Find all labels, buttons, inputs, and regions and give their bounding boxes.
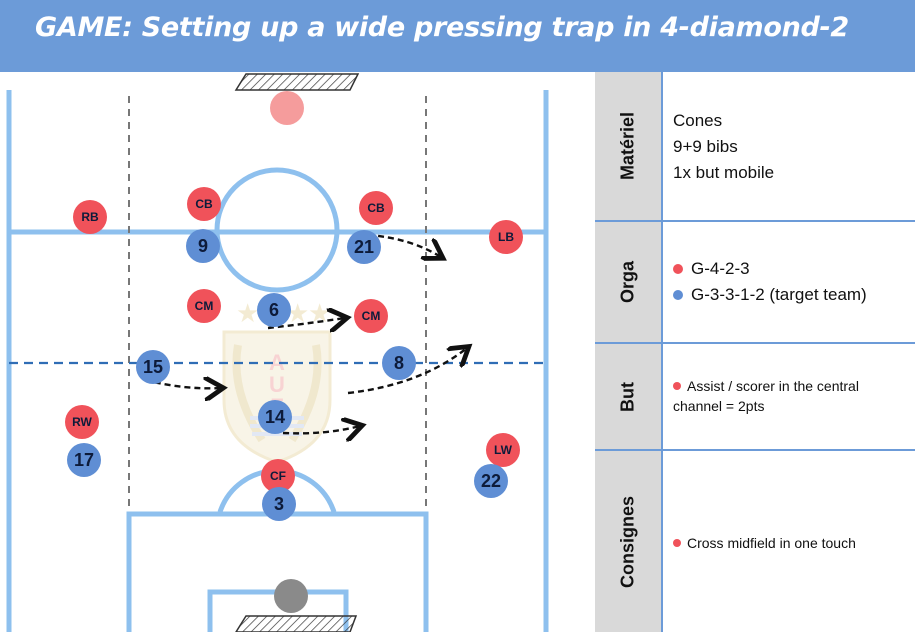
orga-text: G-4-2-3 xyxy=(691,259,750,278)
player-cm-left[interactable]: CM xyxy=(187,289,221,323)
player-cb-right[interactable]: CB xyxy=(359,191,393,225)
materiel-line: 9+9 bibs xyxy=(673,137,738,156)
page-title: GAME: Setting up a wide pressing trap in… xyxy=(35,12,849,43)
row-but: But Assist / scorer in the central chann… xyxy=(595,344,915,451)
target-ball-icon xyxy=(270,91,304,125)
arrow-21 xyxy=(367,233,441,257)
player-6[interactable]: 6 xyxy=(257,293,291,327)
row-orga: Orga G-4-2-3 G-3-3-1-2 (target team) xyxy=(595,222,915,344)
player-3[interactable]: 3 xyxy=(262,487,296,521)
row-materiel: Matériel Cones 9+9 bibs 1x but mobile xyxy=(595,72,915,222)
uruguay-crest-watermark: ★ ★ ★ ★ A U F xyxy=(222,298,332,464)
svg-text:A: A xyxy=(269,350,285,375)
player-14[interactable]: 14 xyxy=(258,400,292,434)
row-consignes: Consignes Cross midfield in one touch xyxy=(595,451,915,632)
label-consignes-cell: Consignes xyxy=(595,451,663,632)
label-but-cell: But xyxy=(595,344,663,449)
orga-item-red: G-4-2-3 xyxy=(673,256,911,282)
label-materiel-cell: Matériel xyxy=(595,72,663,220)
materiel-line: 1x but mobile xyxy=(673,163,775,182)
player-9[interactable]: 9 xyxy=(186,229,220,263)
red-dot-icon xyxy=(673,382,681,391)
but-content: Assist / scorer in the central channel =… xyxy=(673,376,911,416)
player-17[interactable]: 17 xyxy=(67,443,101,477)
player-cm-right[interactable]: CM xyxy=(354,299,388,333)
red-dot-icon xyxy=(673,263,683,274)
label-materiel: Matériel xyxy=(617,111,638,181)
player-8[interactable]: 8 xyxy=(382,346,416,380)
player-rb[interactable]: RB xyxy=(73,200,107,234)
player-cb-left[interactable]: CB xyxy=(187,187,221,221)
channel-lines xyxy=(128,96,427,512)
ball-icon xyxy=(274,579,308,613)
materiel-content: Cones 9+9 bibs 1x but mobile xyxy=(673,108,911,186)
goal-icon xyxy=(235,615,358,632)
materiel-line: Cones xyxy=(673,111,723,130)
label-orga-cell: Orga xyxy=(595,222,663,342)
svg-text:U: U xyxy=(269,372,285,397)
player-22[interactable]: 22 xyxy=(474,464,508,498)
label-but: But xyxy=(617,381,638,412)
arrow-14 xyxy=(282,426,360,433)
arrow-8 xyxy=(347,348,467,395)
red-dot-icon xyxy=(673,539,681,548)
pitch-diagram: ★ ★ ★ ★ A U F xyxy=(6,73,549,632)
svg-text:★: ★ xyxy=(308,298,331,328)
player-15[interactable]: 15 xyxy=(136,350,170,384)
goal-icon xyxy=(234,73,360,91)
orga-text: G-3-3-1-2 (target team) xyxy=(691,285,867,304)
orga-item-blue: G-3-3-1-2 (target team) xyxy=(673,282,911,308)
player-21[interactable]: 21 xyxy=(347,230,381,264)
svg-text:★: ★ xyxy=(286,298,309,328)
arrow-6 xyxy=(267,318,345,328)
player-rw[interactable]: RW xyxy=(65,405,99,439)
blue-dot-icon xyxy=(673,289,683,300)
movement-arrows xyxy=(144,233,467,433)
svg-text:★: ★ xyxy=(236,298,259,328)
player-lb[interactable]: LB xyxy=(489,220,523,254)
label-consignes: Consignes xyxy=(617,495,638,588)
orga-content: G-4-2-3 G-3-3-1-2 (target team) xyxy=(673,256,911,308)
consignes-content: Cross midfield in one touch xyxy=(673,533,911,553)
header-bar: GAME: Setting up a wide pressing trap in… xyxy=(0,0,915,72)
consignes-text: Cross midfield in one touch xyxy=(687,535,856,551)
but-text: Assist / scorer in the central channel =… xyxy=(673,378,859,414)
instructions-table: Matériel Cones 9+9 bibs 1x but mobile Or… xyxy=(595,72,915,632)
label-orga: Orga xyxy=(617,260,638,304)
player-lw[interactable]: LW xyxy=(486,433,520,467)
player-cf[interactable]: CF xyxy=(261,459,295,493)
